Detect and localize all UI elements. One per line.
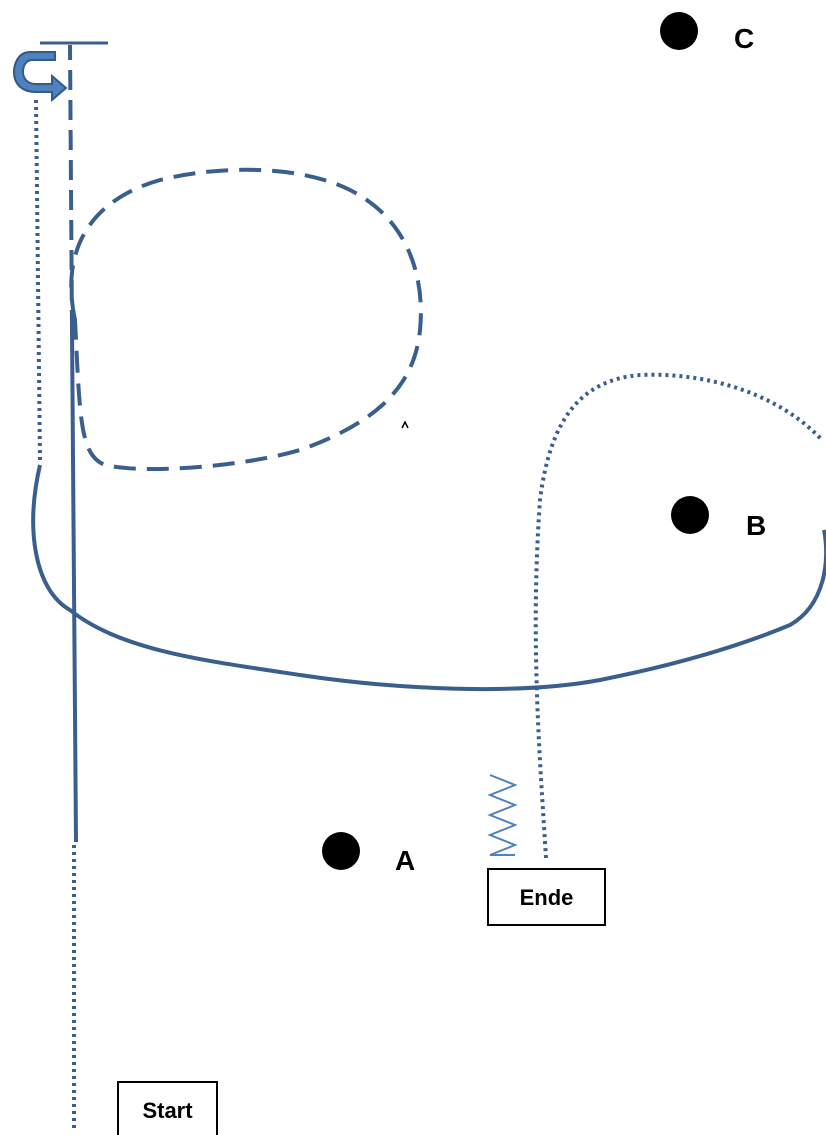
route-dotted-arch [533, 372, 824, 859]
ende-label: Ende [520, 885, 574, 910]
zigzag-icon [487, 774, 518, 856]
ende-box-frame [487, 868, 606, 926]
marker-b-label: B [746, 510, 766, 541]
marker-c-dot [660, 12, 698, 50]
marker-a-dot [322, 832, 360, 870]
u-turn-arrow-icon [12, 51, 68, 103]
caret-icon [401, 420, 409, 429]
marker-c-label: C [734, 23, 754, 54]
marker-b-dot [671, 496, 709, 534]
marker-a: A [322, 832, 415, 876]
start-box-true [117, 1081, 218, 1135]
marker-b: B [671, 496, 766, 541]
start-label: Start [142, 1098, 193, 1123]
marker-c: C [660, 12, 754, 54]
route-solid-vertical [70, 329, 78, 843]
route-solid-loop [31, 464, 826, 692]
marker-a-label: A [395, 845, 415, 876]
ende-box: Ende [487, 868, 606, 926]
route-dashed-loop [69, 167, 423, 472]
